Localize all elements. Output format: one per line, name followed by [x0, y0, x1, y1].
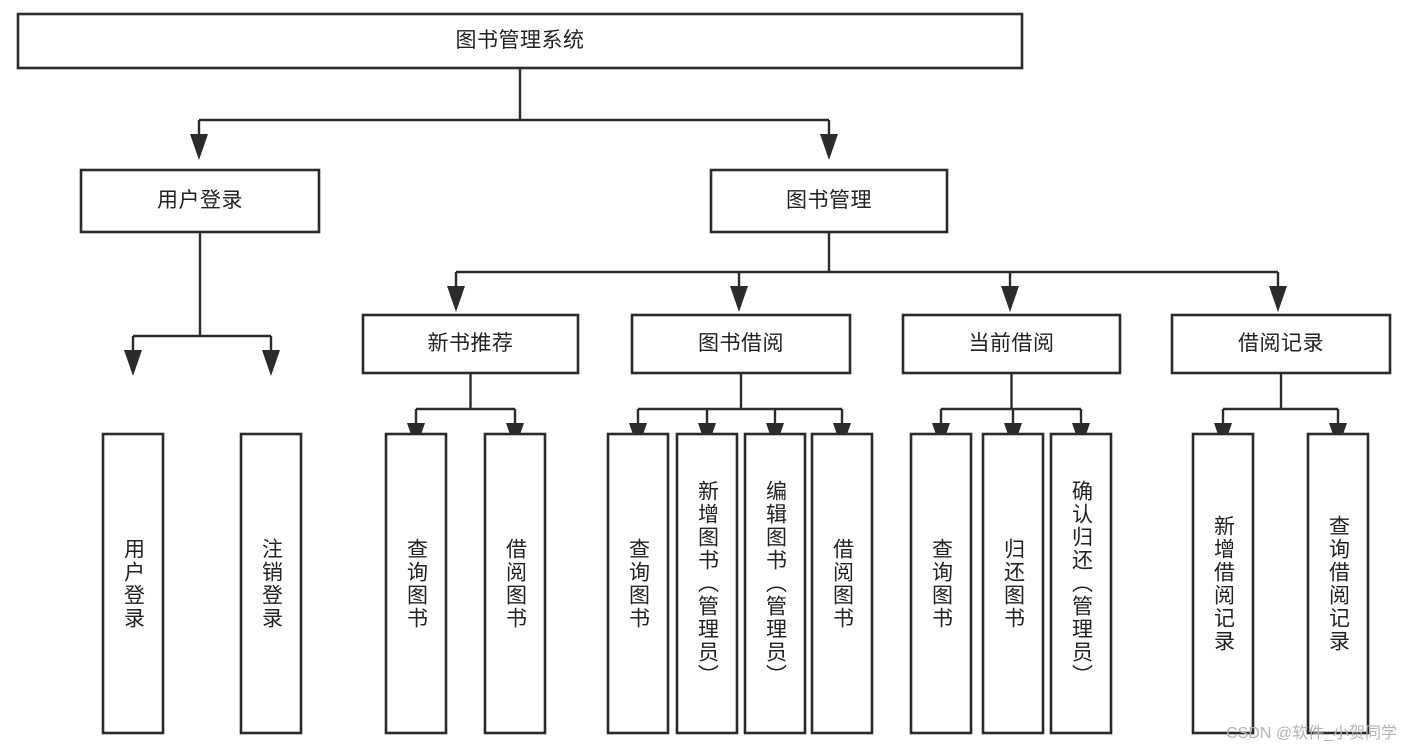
node-box-leaf-add-book[interactable]	[675, 432, 739, 735]
node-box-leaf-user-login[interactable]	[101, 432, 165, 735]
node-box-leaf-confirm-return[interactable]	[1049, 432, 1113, 735]
node-box-borrow-record[interactable]	[1170, 313, 1392, 375]
node-box-leaf-edit-book[interactable]	[743, 432, 807, 735]
node-box-leaf-borrow-book-recommend[interactable]	[483, 432, 547, 735]
node-box-book-borrow[interactable]	[630, 313, 852, 375]
node-box-leaf-query-borrow-record[interactable]	[1306, 432, 1370, 735]
connector-userlogin-to-leaves	[124, 232, 280, 376]
node-box-leaf-query-book-borrow[interactable]	[606, 432, 670, 735]
node-box-leaf-borrow-book[interactable]	[810, 432, 874, 735]
node-box-leaf-query-book-recommend[interactable]	[384, 432, 448, 735]
node-box-new-book-recommend[interactable]	[361, 313, 580, 375]
watermark-text: CSDN @软件_小贺同学	[1226, 725, 1397, 742]
connector-bookmgmt-to-level2	[447, 232, 1287, 312]
node-box-leaf-return-book[interactable]	[981, 432, 1045, 735]
node-box-leaf-query-book-current[interactable]	[909, 432, 973, 735]
node-box-leaf-add-borrow-record[interactable]	[1191, 432, 1255, 735]
node-box-user-login[interactable]	[79, 168, 321, 234]
node-box-leaf-logout[interactable]	[239, 432, 303, 735]
node-box-root[interactable]	[16, 12, 1024, 70]
connector-root-to-level1	[190, 68, 838, 160]
node-box-current-borrow[interactable]	[901, 313, 1122, 375]
node-box-book-management[interactable]	[709, 168, 949, 234]
